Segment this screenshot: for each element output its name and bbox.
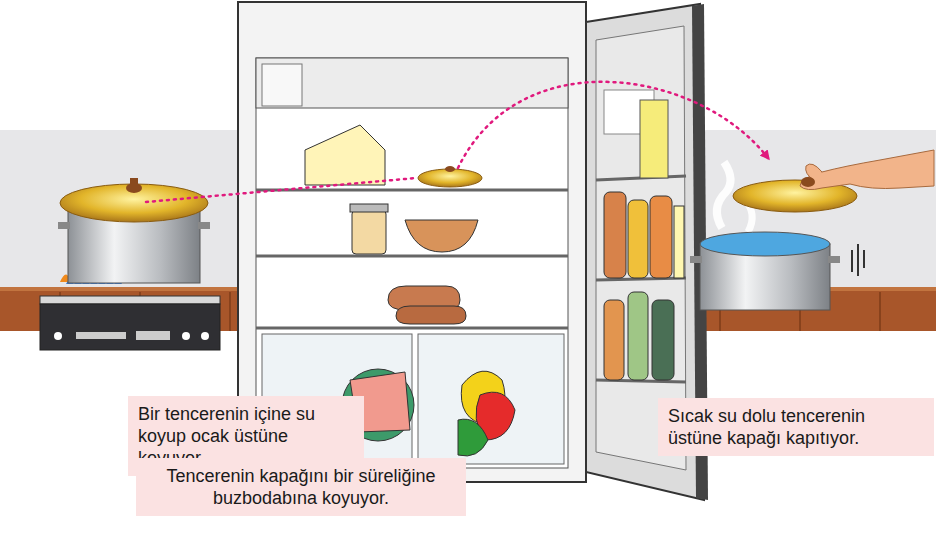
stove xyxy=(40,272,220,350)
caption-text: Sıcak su dolu tencerenin üstüne kapağı k… xyxy=(668,405,924,449)
lid-path-arrow xyxy=(146,82,768,202)
caption-box: Sıcak su dolu tencerenin üstüne kapağı k… xyxy=(658,398,934,456)
pot-on-stove xyxy=(58,178,210,283)
lid-in-hand xyxy=(733,150,934,212)
caption-box: Tencerenin kapağını bir süreliğine buzbo… xyxy=(136,458,466,516)
caption-text: Tencerenin kapağını bir süreliğine buzbo… xyxy=(146,465,456,509)
